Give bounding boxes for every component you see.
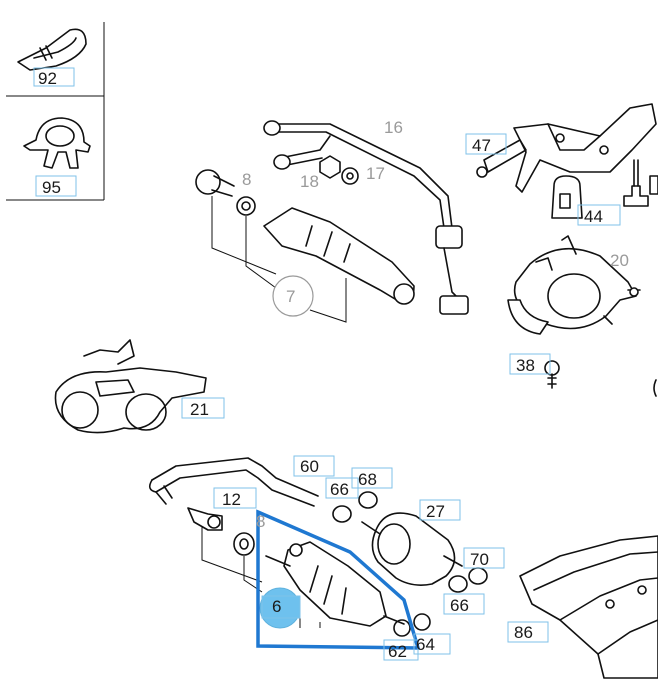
label-62[interactable]: 62	[388, 642, 407, 661]
selection-outline[interactable]	[256, 509, 421, 650]
label-7[interactable]: 7	[286, 287, 295, 306]
label-20[interactable]: 20	[610, 251, 629, 270]
cable-tie-part	[17, 28, 87, 71]
label-68[interactable]: 68	[358, 470, 377, 489]
label-38[interactable]: 38	[516, 356, 535, 375]
label-70[interactable]: 70	[470, 550, 489, 569]
label-27[interactable]: 27	[426, 502, 445, 521]
label-6-selected[interactable]: 6	[272, 597, 281, 616]
label-17[interactable]: 17	[366, 164, 385, 183]
injector-assembly	[195, 120, 469, 323]
label-12[interactable]: 12	[222, 490, 241, 509]
label-47[interactable]: 47	[472, 136, 491, 155]
label-86[interactable]: 86	[514, 623, 533, 642]
tank-clamp-assembly	[54, 339, 207, 434]
label-18[interactable]: 18	[300, 172, 319, 191]
label-66-lower[interactable]: 66	[450, 596, 469, 615]
hose-clip-part	[23, 117, 91, 169]
pipe-clamp-assembly	[507, 235, 657, 397]
label-8-upper[interactable]: 8	[242, 170, 251, 189]
label-95[interactable]: 95	[42, 178, 61, 197]
label-44[interactable]: 44	[584, 207, 603, 226]
inset-panel	[6, 22, 105, 201]
label-60[interactable]: 60	[300, 457, 319, 476]
mount-bracket-assembly	[476, 103, 658, 219]
label-92[interactable]: 92	[38, 69, 57, 88]
label-8-lower[interactable]: 8	[256, 512, 265, 531]
callout-labels: 92 95 16 8 18 17 7 47 44 20 38 21 60 66 …	[33, 67, 629, 661]
label-21[interactable]: 21	[190, 400, 209, 419]
fuel-line-assembly	[148, 457, 488, 650]
skid-plate-part	[519, 535, 658, 679]
label-64[interactable]: 64	[416, 635, 435, 654]
label-66-upper[interactable]: 66	[330, 480, 349, 499]
label-16[interactable]: 16	[384, 118, 403, 137]
